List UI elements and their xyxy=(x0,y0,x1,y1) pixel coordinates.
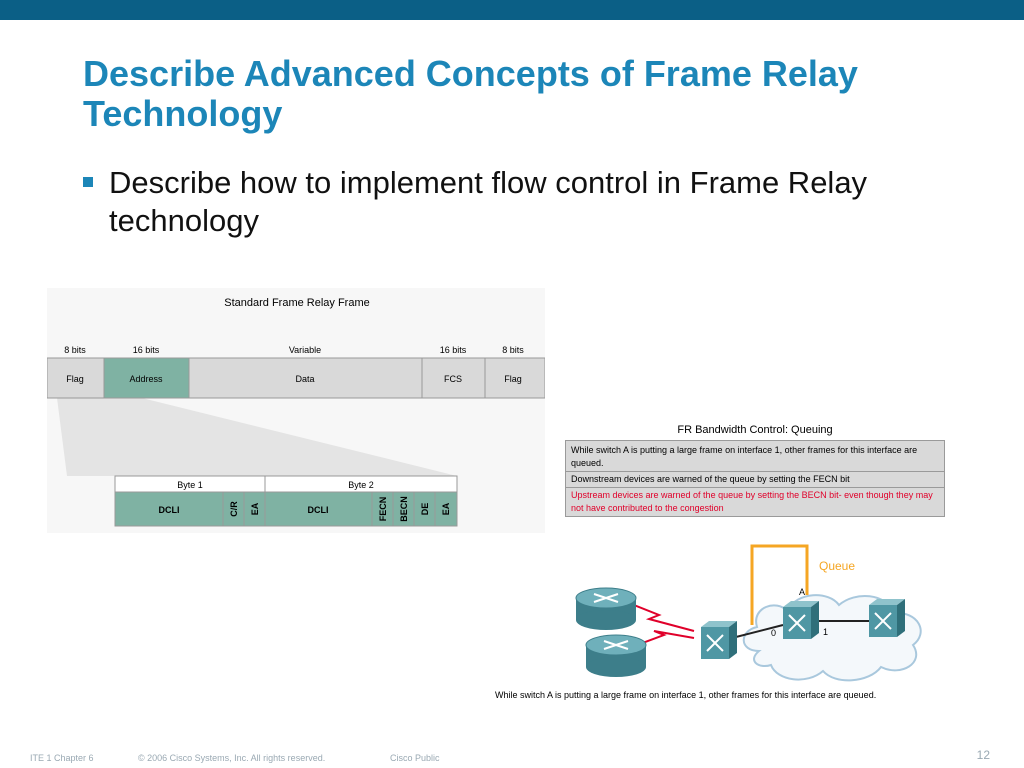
addr-de: DE xyxy=(420,503,430,516)
bullet-text: Describe how to implement flow control i… xyxy=(109,165,868,238)
field-bits-data: Variable xyxy=(289,345,321,355)
field-bits-address: 16 bits xyxy=(133,345,160,355)
switch-icon xyxy=(869,599,905,637)
switch-a-icon xyxy=(783,601,819,639)
interface-0-label: 0 xyxy=(771,628,776,638)
footer-classification: Cisco Public xyxy=(390,753,440,763)
slide-title: Describe Advanced Concepts of Frame Rela… xyxy=(83,53,858,134)
router-icon xyxy=(575,587,637,630)
queue-box xyxy=(750,544,809,625)
top-bar xyxy=(0,0,1024,20)
queuing-diagram-title: FR Bandwidth Control: Queuing xyxy=(677,424,833,436)
addr-becn: BECN xyxy=(399,496,409,522)
byte-2-label: Byte 2 xyxy=(348,480,374,490)
divider xyxy=(566,471,944,472)
frame-relay-frame-diagram: Standard Frame Relay Frame 8 bits 16 bit… xyxy=(47,288,545,533)
addr-fecn: FECN xyxy=(378,497,388,522)
addr-cr: C/R xyxy=(229,501,239,517)
field-data: Data xyxy=(295,374,314,384)
queue-label: Queue xyxy=(819,559,855,573)
router-icon xyxy=(585,634,647,677)
frame-diagram-title: Standard Frame Relay Frame xyxy=(224,297,370,309)
field-flag-end: Flag xyxy=(504,374,522,384)
footer-course: ITE 1 Chapter 6 xyxy=(30,753,94,763)
addr-dcli-2: DCLI xyxy=(308,505,329,515)
byte-1-label: Byte 1 xyxy=(177,480,203,490)
queuing-line-3: Upstream devices are warned of the queue… xyxy=(571,490,933,513)
addr-dcli-1: DCLI xyxy=(159,505,180,515)
page-number: 12 xyxy=(976,748,990,762)
field-fcs: FCS xyxy=(444,374,462,384)
queuing-network-diagram: Queue A 0 1 While switch A is putting a … xyxy=(489,543,941,707)
addr-ea-2: EA xyxy=(441,502,451,515)
queuing-caption: While switch A is putting a large frame … xyxy=(495,690,876,700)
switch-a-label: A xyxy=(799,587,805,597)
footer-copyright: © 2006 Cisco Systems, Inc. All rights re… xyxy=(138,753,326,763)
queuing-line-2: Downstream devices are warned of the que… xyxy=(571,474,850,484)
interface-1-label: 1 xyxy=(823,627,828,637)
bullet-marker-icon xyxy=(83,177,93,187)
queuing-line-1: While switch A is putting a large frame … xyxy=(571,445,918,468)
addr-ea-1: EA xyxy=(250,502,260,515)
field-flag: Flag xyxy=(66,374,84,384)
field-bits-fcs: 16 bits xyxy=(440,345,467,355)
field-bits-flag: 8 bits xyxy=(64,345,86,355)
queuing-explanation-box: While switch A is putting a large frame … xyxy=(565,440,945,517)
switch-icon xyxy=(701,621,737,659)
divider xyxy=(566,487,944,488)
field-address: Address xyxy=(129,374,163,384)
field-bits-flag-end: 8 bits xyxy=(502,345,524,355)
